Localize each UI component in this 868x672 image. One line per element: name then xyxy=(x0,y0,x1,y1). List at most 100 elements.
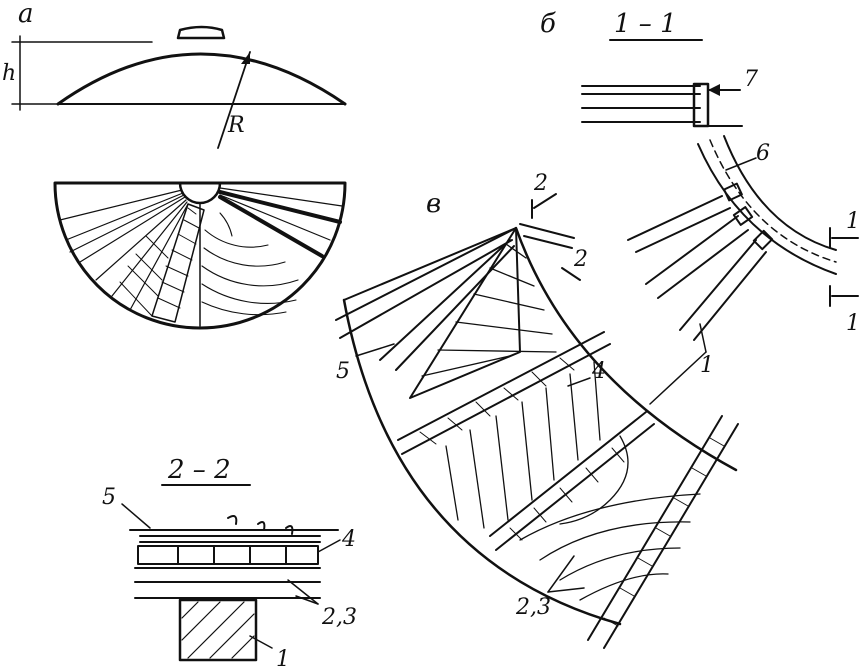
leader-23 xyxy=(295,595,319,605)
lath xyxy=(489,411,647,537)
board xyxy=(469,429,485,529)
rib xyxy=(219,187,343,207)
hatch xyxy=(231,635,255,659)
leader-4 xyxy=(317,539,341,553)
rib-thick xyxy=(218,195,324,258)
panel-label-v: в xyxy=(426,189,441,219)
ring xyxy=(203,247,286,267)
section-1-1-drawing xyxy=(581,82,743,128)
hatch xyxy=(181,601,221,641)
leader-1 xyxy=(249,635,273,649)
panel-label-b: б xyxy=(540,9,556,39)
ring-inner xyxy=(697,143,837,275)
beam xyxy=(693,251,767,341)
hatch xyxy=(135,253,163,281)
diagonal-deck-band xyxy=(151,203,205,323)
lath xyxy=(603,423,739,649)
callout-4-section: 4 xyxy=(341,527,356,552)
rib xyxy=(79,196,186,263)
section-label-1-1: 1 – 1 xyxy=(614,9,677,39)
hatch xyxy=(421,355,511,377)
dome-elevation xyxy=(11,25,347,149)
hatch xyxy=(489,267,535,287)
hatch xyxy=(187,601,245,659)
board xyxy=(379,239,511,361)
hatch xyxy=(209,613,255,659)
callout-5-section: 5 xyxy=(102,485,116,510)
lath-zigzag xyxy=(509,447,625,541)
hatch xyxy=(183,219,200,229)
board xyxy=(339,239,513,339)
leader-23 xyxy=(547,587,585,593)
clip xyxy=(732,206,754,226)
ring-dash xyxy=(709,139,837,263)
beam xyxy=(657,229,749,299)
board xyxy=(569,373,579,461)
sector-plan xyxy=(335,193,739,649)
hook xyxy=(285,525,294,535)
hatch xyxy=(187,207,197,215)
rib xyxy=(129,203,189,311)
hatch xyxy=(157,297,181,309)
lath xyxy=(401,343,611,455)
cut-label-1-top: 1 xyxy=(846,209,860,234)
callout-1-section: 1 xyxy=(276,647,290,672)
callout-23-plan: 2,3 xyxy=(515,595,551,620)
hatch xyxy=(473,293,545,311)
board xyxy=(523,235,573,249)
board xyxy=(335,227,517,321)
sector-top-edge xyxy=(343,227,517,301)
hatch xyxy=(161,281,185,293)
leader-6 xyxy=(725,157,757,171)
ring-beam-drawing xyxy=(627,135,859,341)
rib xyxy=(69,194,185,253)
board xyxy=(559,435,629,525)
ring-outer xyxy=(723,135,837,251)
rib xyxy=(219,194,331,241)
board xyxy=(519,223,575,239)
dome-plan xyxy=(53,181,347,330)
panel-label-a: а xyxy=(18,0,34,29)
board xyxy=(593,361,601,441)
hatch xyxy=(171,249,193,261)
ring xyxy=(204,229,269,248)
leader-4 xyxy=(567,377,591,387)
callout-4-plan: 4 xyxy=(591,359,606,384)
leader-1 xyxy=(699,323,707,353)
beam-1 xyxy=(178,598,258,662)
radius-arrow xyxy=(241,52,250,64)
lath-zigzag xyxy=(419,357,575,445)
cut-arrow xyxy=(561,267,581,281)
dome-arc xyxy=(56,52,347,106)
callout-23-section: 2,3 xyxy=(321,605,357,630)
ring xyxy=(219,212,233,237)
ring xyxy=(201,265,299,287)
clip xyxy=(723,182,743,202)
board xyxy=(521,401,533,501)
arrow-7 xyxy=(708,84,720,96)
sector-outer-arc xyxy=(342,298,622,626)
beam xyxy=(635,207,731,253)
beam xyxy=(679,239,757,331)
lath-zigzag xyxy=(603,437,725,627)
callout-6: 6 xyxy=(756,141,770,166)
board xyxy=(539,521,691,561)
board xyxy=(579,573,669,601)
hatch xyxy=(165,265,189,277)
hatch xyxy=(145,235,169,259)
leader-5 xyxy=(121,503,151,529)
plank-row xyxy=(137,545,319,565)
rib xyxy=(111,201,188,297)
hatch xyxy=(127,265,159,297)
lath xyxy=(397,331,605,441)
ring xyxy=(201,283,297,304)
edge-plate xyxy=(692,82,710,128)
hook xyxy=(257,521,266,531)
leader-1 xyxy=(649,351,707,405)
board xyxy=(545,387,555,481)
hook xyxy=(227,515,238,525)
rib-thick xyxy=(218,190,342,224)
rib xyxy=(59,189,183,221)
